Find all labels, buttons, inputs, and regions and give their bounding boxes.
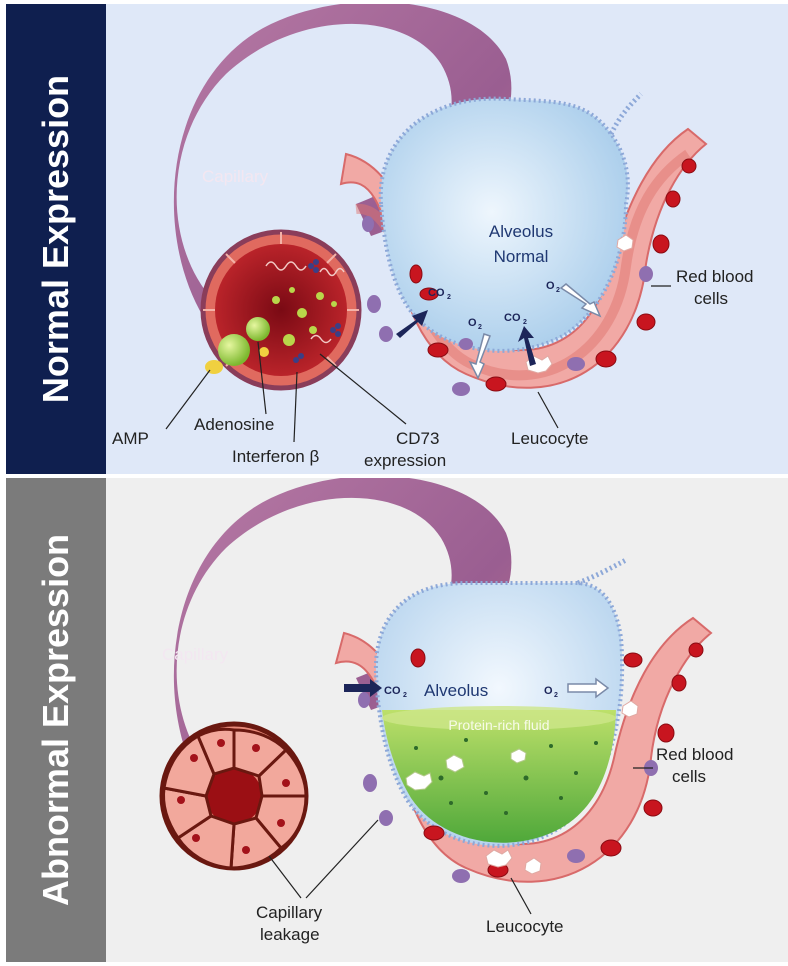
side-bar-normal: Normal Expression: [6, 4, 106, 474]
amp-label: AMP: [112, 429, 149, 448]
svg-text:2: 2: [403, 692, 407, 699]
interferon-label: Interferon β: [232, 447, 319, 466]
alveolus-normal-label: Normal: [494, 247, 549, 266]
adenosine-label: Adenosine: [194, 415, 274, 434]
side-bar-abnormal: Abnormal Expression: [6, 478, 106, 962]
o2-label: O: [544, 685, 553, 697]
capillary-label: Capillary: [202, 167, 269, 186]
o2-left-label: O: [468, 317, 477, 329]
cd73-expression-label: expression: [364, 451, 446, 470]
capillary-leakage-label-2: leakage: [260, 925, 320, 944]
svg-text:2: 2: [554, 692, 558, 699]
capillary-leakage-label: Capillary: [256, 903, 323, 922]
co2-right-label: CO: [504, 312, 521, 324]
capillary-label: Capillary: [162, 645, 229, 664]
alveolus-label: Alveolus: [424, 681, 488, 700]
svg-text:2: 2: [523, 319, 527, 326]
abnormal-expression-diagram: Capillary CO 2 Alveolus O 2 Protein-rich…: [106, 478, 788, 962]
side-label-abnormal: Abnormal Expression: [35, 534, 77, 906]
co2-label: CO: [384, 685, 401, 697]
amp-molecule-large: [218, 334, 250, 366]
svg-text:2: 2: [447, 294, 451, 301]
abnormal-expression-panel: Abnormal Expression: [0, 478, 788, 966]
leucocyte-label: Leucocyte: [511, 429, 589, 448]
o2-right-label: O: [546, 280, 555, 292]
red-blood-cells-label-2: cells: [672, 767, 706, 786]
normal-expression-diagram: Capillary Alveolus Normal CO 2 O 2 CO 2 …: [106, 4, 788, 474]
protein-rich-fluid-label: Protein-rich fluid: [448, 717, 549, 733]
capillary-cross-section: [203, 232, 359, 388]
red-blood-cells-label-2: cells: [694, 289, 728, 308]
normal-expression-panel: Normal Expression: [0, 0, 788, 476]
svg-text:2: 2: [478, 324, 482, 331]
capillary-cross-section: [162, 724, 306, 868]
red-blood-cells-label: Red blood: [676, 267, 754, 286]
svg-text:2: 2: [556, 287, 560, 294]
cd73-label: CD73: [396, 429, 439, 448]
red-blood-cells-label: Red blood: [656, 745, 734, 764]
alveolus-label: Alveolus: [489, 222, 553, 241]
side-label-normal: Normal Expression: [35, 75, 77, 403]
leucocyte-label: Leucocyte: [486, 917, 564, 936]
co2-left-label: CO: [428, 287, 445, 299]
amp-molecule-small: [205, 360, 223, 374]
